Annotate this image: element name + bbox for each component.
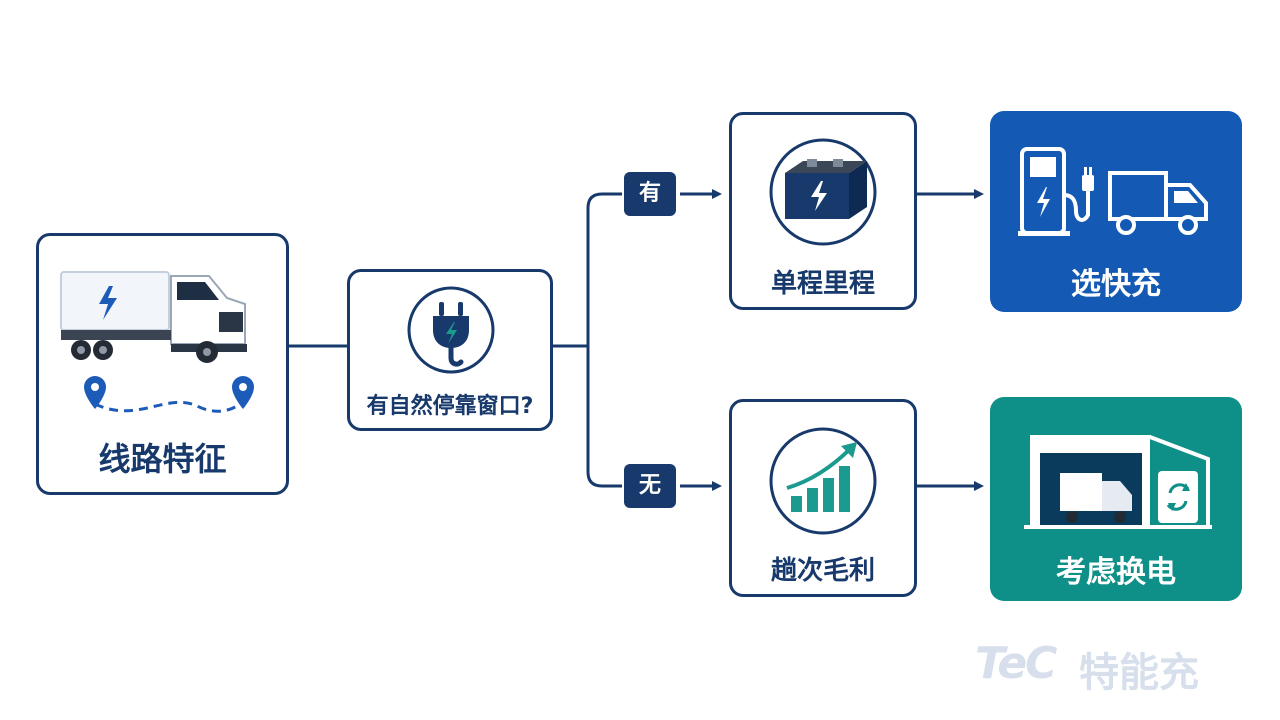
trip-gross-margin-node: 趟次毛利 bbox=[729, 399, 917, 597]
single-trip-mileage-node: 单程里程 bbox=[729, 112, 917, 310]
route-features-node: 线路特征 bbox=[36, 233, 289, 495]
branch-yes-badge: 有 bbox=[624, 172, 676, 216]
brand-name: 特能充 bbox=[1079, 650, 1199, 696]
electric-truck-icon bbox=[60, 271, 247, 363]
route-features-label: 线路特征 bbox=[98, 440, 227, 478]
battery-swap-label: 考虑换电 bbox=[1056, 555, 1176, 590]
battery-swap-station-icon bbox=[1024, 435, 1212, 529]
plug-icon bbox=[407, 286, 495, 374]
stop-window-decision-node: 有自然停靠窗口? bbox=[347, 269, 553, 431]
battery-icon bbox=[769, 138, 877, 246]
charging-station-truck-icon bbox=[1018, 147, 1208, 236]
battery-swap-result-node: 考虑换电 bbox=[990, 397, 1242, 601]
single-trip-mileage-label: 单程里程 bbox=[770, 269, 875, 299]
line-branch-no bbox=[586, 346, 622, 488]
line-branch-yes bbox=[586, 192, 622, 346]
growth-chart-icon bbox=[769, 427, 877, 535]
brand-watermark: TeC 特能充 bbox=[975, 632, 1235, 696]
route-path-icon bbox=[84, 376, 254, 413]
brand-logo-mark: TeC bbox=[975, 638, 1057, 689]
stop-window-question: 有自然停靠窗口? bbox=[366, 394, 534, 419]
trip-gross-margin-label: 趟次毛利 bbox=[770, 556, 875, 586]
fast-charge-result-node: 选快充 bbox=[990, 111, 1242, 312]
branch-no-badge: 无 bbox=[624, 464, 676, 508]
fast-charge-label: 选快充 bbox=[1071, 267, 1161, 302]
